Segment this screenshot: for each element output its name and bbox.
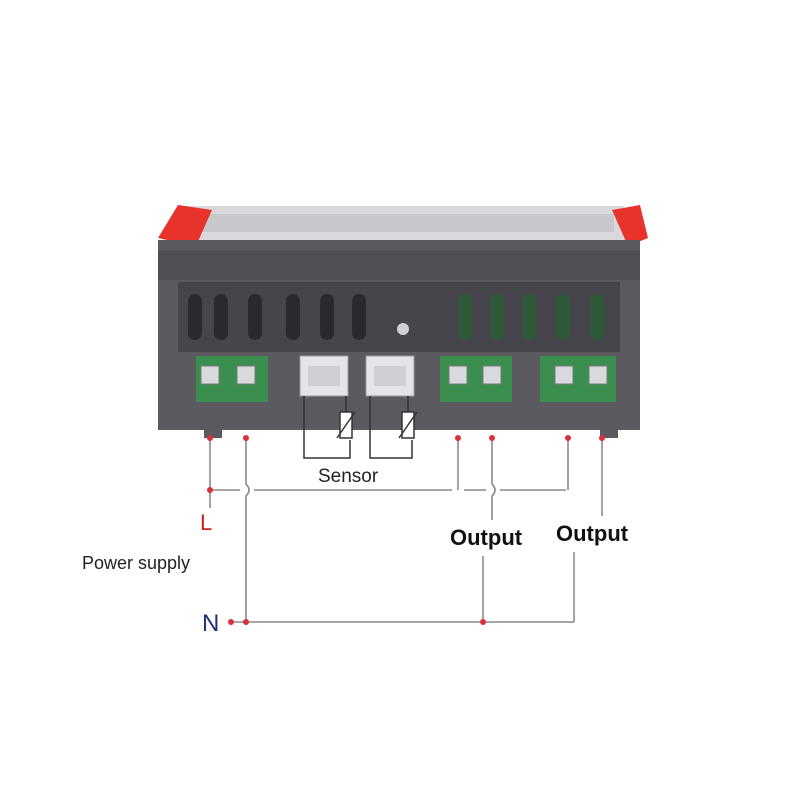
- housing-top-band: [158, 250, 640, 280]
- vent-slots: [188, 294, 604, 340]
- neutral-label: N: [202, 610, 219, 637]
- screw-terminal-icon: [588, 365, 608, 385]
- terminal-screws: [200, 365, 608, 385]
- output1-wire: [491, 438, 496, 520]
- thermistor-1-slash: [336, 411, 356, 439]
- screw-terminal-icon: [236, 365, 256, 385]
- junction-dot: [565, 435, 571, 441]
- vent-slot: [188, 294, 202, 340]
- wiring: [209, 438, 603, 623]
- thermistor-2-slash: [398, 411, 418, 439]
- vent-slot: [286, 294, 300, 340]
- junction-dot: [243, 435, 249, 441]
- junction-dot: [228, 619, 234, 625]
- junction-dots: [207, 435, 605, 625]
- vent-slot: [458, 294, 472, 340]
- controller-device: [158, 205, 648, 438]
- sensor-wire-2: [369, 396, 413, 459]
- output-1-label: Output: [450, 525, 523, 550]
- junction-dot: [489, 435, 495, 441]
- vent-slot: [522, 294, 536, 340]
- vent-slot: [352, 294, 366, 340]
- screw-terminal-icon: [200, 365, 220, 385]
- sensor-probes: [303, 396, 418, 459]
- vent-slot: [248, 294, 262, 340]
- screw-terminal-icon: [554, 365, 574, 385]
- device-top-panel: [190, 214, 614, 232]
- sensor-wire-1: [303, 396, 351, 459]
- vent-slot: [590, 294, 604, 340]
- vent-slot: [556, 294, 570, 340]
- junction-dot: [480, 619, 486, 625]
- screw-hole: [397, 323, 409, 335]
- sensor-label: Sensor: [318, 466, 379, 487]
- junction-dot: [207, 487, 213, 493]
- vent-slot: [490, 294, 504, 340]
- neutral-wire-vertical: [245, 438, 250, 622]
- junction-dot: [243, 619, 249, 625]
- vent-panel: [178, 282, 620, 352]
- screw-terminal-icon: [482, 365, 502, 385]
- junction-dot: [599, 435, 605, 441]
- power-supply-label: Power supply: [82, 553, 190, 573]
- right-red-clip: [612, 205, 648, 246]
- output-2-label: Output: [556, 521, 629, 546]
- sensor-socket-1-inner: [308, 366, 340, 386]
- junction-dot: [207, 435, 213, 441]
- vent-slot: [320, 294, 334, 340]
- sensor-socket-2-inner: [374, 366, 406, 386]
- live-label: L: [200, 510, 212, 535]
- junction-dot: [455, 435, 461, 441]
- left-red-clip: [158, 205, 212, 246]
- screw-terminal-icon: [448, 365, 468, 385]
- vent-slot: [214, 294, 228, 340]
